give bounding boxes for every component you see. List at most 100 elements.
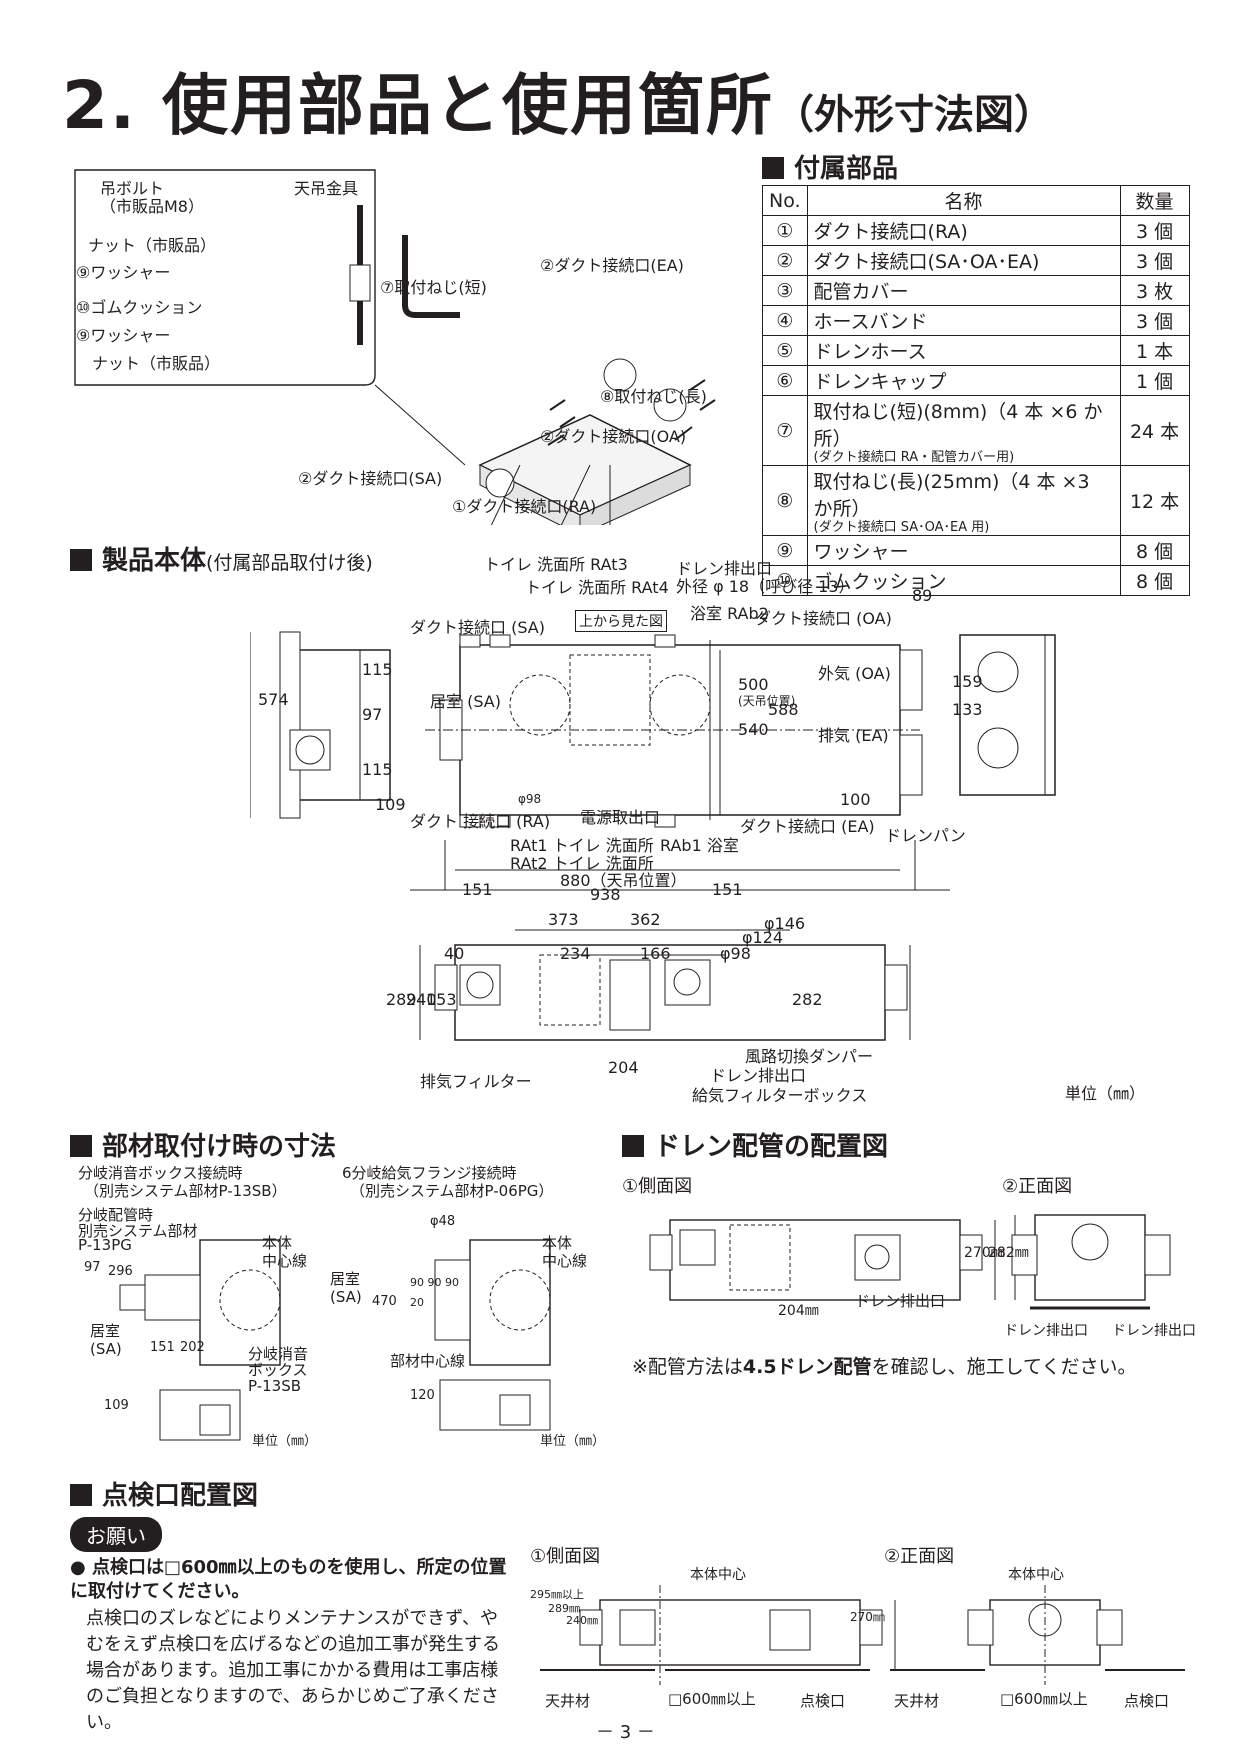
row-name-text: ドレンキャップ [813,371,947,393]
screw-short-label: ⑦取付ねじ(短) [380,278,487,297]
opening-label-front: □600㎜以上 [1000,1690,1088,1708]
accessories-heading: 付属部品 [762,148,898,185]
row-name-text: 取付ねじ(短)(8mm)（4 本 ×6 か所） [813,401,1103,450]
nut2-label: ナット（市販品） [92,354,221,373]
room-sa-label: 居室 (SA) [430,692,501,711]
drain-outlet-side: ドレン排出口 [855,1292,946,1310]
member-unit-right: 単位（㎜） [540,1434,606,1449]
bottom-duct-ea-label: ダクト接続口 (EA) [740,817,875,836]
m-dim-90: 90 90 90 [410,1276,459,1289]
row-no: ⑧ [762,465,808,536]
rat2-label: RAt2 トイレ 洗面所 [510,854,654,873]
col-name: 名称 [806,185,1121,216]
member-right-sub: （別売システム部材P-06PG） [350,1182,554,1200]
dim-166: 166 [640,944,671,963]
m-dim-20: 20 [410,1296,424,1309]
dim-phi98: φ98 [720,944,751,963]
row-qty: 3 個 [1119,305,1190,336]
dim-151a: 151 [462,880,493,899]
bracket-label: 天吊金具 [294,179,359,198]
dim-282: 282 [792,990,823,1009]
drain-pan-label: ドレンパン [885,826,966,845]
inspection-side-label: ①側面図 [530,1546,601,1567]
duct-ea-port [603,358,637,392]
dim-153: 153 [426,990,457,1009]
dim-115b: 115 [362,760,393,779]
dim-500: 500 [738,675,769,694]
body-center-label: 本体中心線 [262,1234,308,1270]
dim-500-note: (天吊位置) [738,694,796,708]
row-qty: 3 枚 [1119,275,1190,306]
row-name-text: 取付ねじ(長)(25mm)（4 本 ×3 か所） [813,471,1090,520]
dim-204: 204 [608,1058,639,1077]
cushion-label: ⑩ゴムクッション [76,298,203,317]
row-name: 配管カバー [806,275,1121,306]
drain-dim-270: 270㎜ [964,1245,1005,1261]
member-room-label: 居室(SA) [90,1322,122,1358]
dim-133: 133 [952,700,983,719]
dim-159: 159 [952,672,983,691]
dim-362: 362 [630,910,661,929]
request-pill: お願い [70,1517,162,1552]
drain-dim-204: 204㎜ [778,1303,819,1319]
dim-540: 540 [738,720,769,739]
row-no: ③ [762,275,808,306]
m-dim-470: 470 [372,1294,397,1309]
bracket-shape [402,235,460,318]
dim-289: 289 [386,990,417,1009]
m-dim-202: 202 [180,1340,205,1355]
rubber-cushion [349,264,371,302]
dim-234: 234 [560,944,591,963]
duct-sa-label: ②ダクト接続口(SA) [298,469,443,488]
m-dim-120: 120 [410,1388,435,1403]
power-outlet-label: 電源取出口 [580,808,661,827]
pipe2-label: 別売システム部材 [78,1222,198,1240]
ceiling-label-front: 天井材 [894,1692,940,1710]
screw-long-label: ⑧取付ねじ(長) [600,387,707,406]
washer2-label: ⑨ワッシャー [76,326,171,345]
row-no: ⑦ [762,395,808,466]
row-no: ④ [762,305,808,336]
member-center-label: 部材中心線 [390,1352,466,1370]
hatch-label-side: 点検口 [800,1692,846,1710]
top-view-tag: 上から見た図 [575,610,667,632]
col-no: No. [762,185,808,216]
duct-oa-label: ②ダクト接続口(OA) [540,427,687,446]
exploded-diagram [74,169,716,525]
insp-dim-289: 289㎜ [548,1602,580,1615]
duct-ea-label: ②ダクト接続口(EA) [540,256,684,275]
row-name: ホースバンド [806,305,1121,336]
dim-938: 938 [590,885,621,904]
row-no: ① [762,215,808,246]
ceiling-label-side: 天井材 [545,1692,591,1710]
row-name-sub: (ダクト接続口 SA･OA･EA 用) [813,520,990,535]
row-name-text: ドレンホース [813,341,927,363]
member-drawing [119,1239,551,1441]
dim-phi124: φ124 [742,928,784,947]
row-name-text: ダクト接続口(RA) [813,221,968,243]
dim-240: 240 [406,990,437,1009]
duct-oa-port [653,388,687,422]
inspection-body: 点検口のズレなどによりメンテナンスができず、やむをえず点検口を広げるなどの追加工… [86,1608,500,1733]
screws [547,379,716,446]
drain-outlet-front-left: ドレン排出口 [1004,1323,1088,1339]
member-room-right-label: 居室(SA) [330,1270,362,1306]
insp-dim-270: 270㎜ [850,1610,885,1624]
rat1-label: RAt1 トイレ 洗面所 [510,836,654,855]
row-no: ⑩ [762,565,808,596]
m-dim-97: 97 [84,1260,101,1275]
dim-109: 109 [375,795,406,814]
row-qty: 3 個 [1119,245,1190,276]
drain-outlet2-label: ドレン排出口 [710,1066,807,1085]
row-qty: 8 個 [1119,535,1190,566]
dim-89: 89 [912,586,933,605]
row-no: ⑥ [762,365,808,396]
inspection-bullet: ● 点検口は□600㎜以上のものを使用し、所定の位置に取付けてください。 [70,1557,507,1602]
